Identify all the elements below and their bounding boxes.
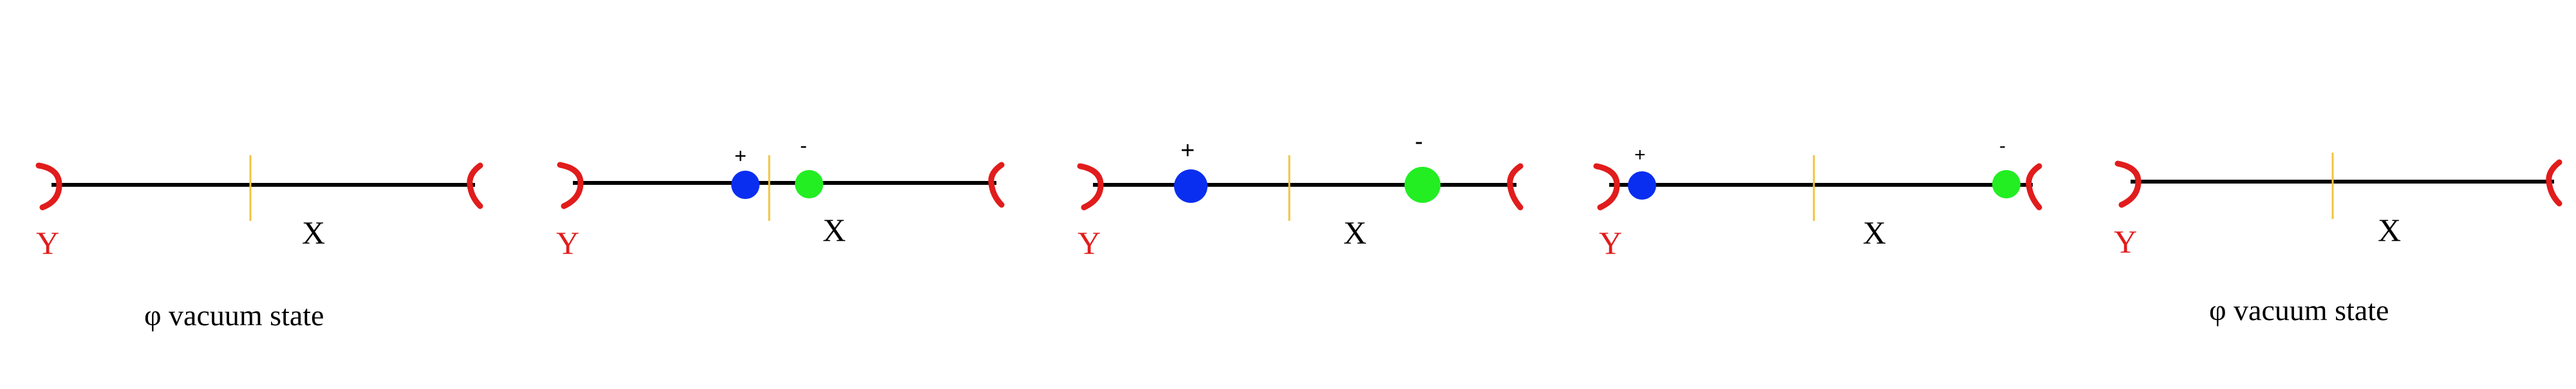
x-label: X (1343, 214, 1367, 251)
y-label: Y (1078, 225, 1101, 261)
panel-1: Y X φ vacuum state (35, 155, 483, 332)
positive-label: + (734, 144, 747, 167)
x-label: X (302, 214, 325, 251)
left-brane-icon (35, 162, 62, 211)
positive-charge-icon (731, 171, 760, 199)
caption: φ vacuum state (144, 299, 324, 332)
left-brane-icon (1593, 163, 1620, 211)
right-brane-icon (467, 162, 483, 209)
negative-charge-icon (1405, 167, 1441, 203)
left-brane-icon (2114, 160, 2142, 208)
negative-charge-icon (1992, 170, 2021, 198)
left-brane-icon (1077, 163, 1104, 211)
right-brane-icon (988, 162, 1005, 208)
right-brane-icon (2546, 159, 2562, 207)
y-label: Y (36, 225, 59, 261)
y-label: Y (1599, 225, 1622, 261)
negative-label: - (1415, 128, 1423, 155)
panel-3: + - Y X (1077, 128, 1524, 261)
negative-label: - (800, 134, 807, 157)
right-brane-icon (1507, 163, 1524, 211)
x-label: X (1863, 214, 1886, 251)
panel-2: + - Y X (556, 134, 1005, 261)
positive-charge-icon (1174, 169, 1208, 203)
panel-4: + - Y X (1593, 135, 2042, 261)
positive-charge-icon (1628, 171, 1656, 200)
positive-label: + (1181, 137, 1195, 164)
x-label: X (2378, 212, 2401, 248)
negative-charge-icon (795, 170, 823, 198)
left-brane-icon (557, 162, 584, 209)
x-label: X (823, 212, 846, 248)
caption: φ vacuum state (2209, 294, 2389, 327)
positive-label: + (1634, 144, 1646, 166)
y-label: Y (556, 225, 579, 261)
y-label: Y (2114, 223, 2137, 260)
right-brane-icon (2026, 163, 2042, 211)
panel-5: Y X φ vacuum state (2114, 153, 2562, 327)
negative-label: - (1999, 135, 2006, 157)
